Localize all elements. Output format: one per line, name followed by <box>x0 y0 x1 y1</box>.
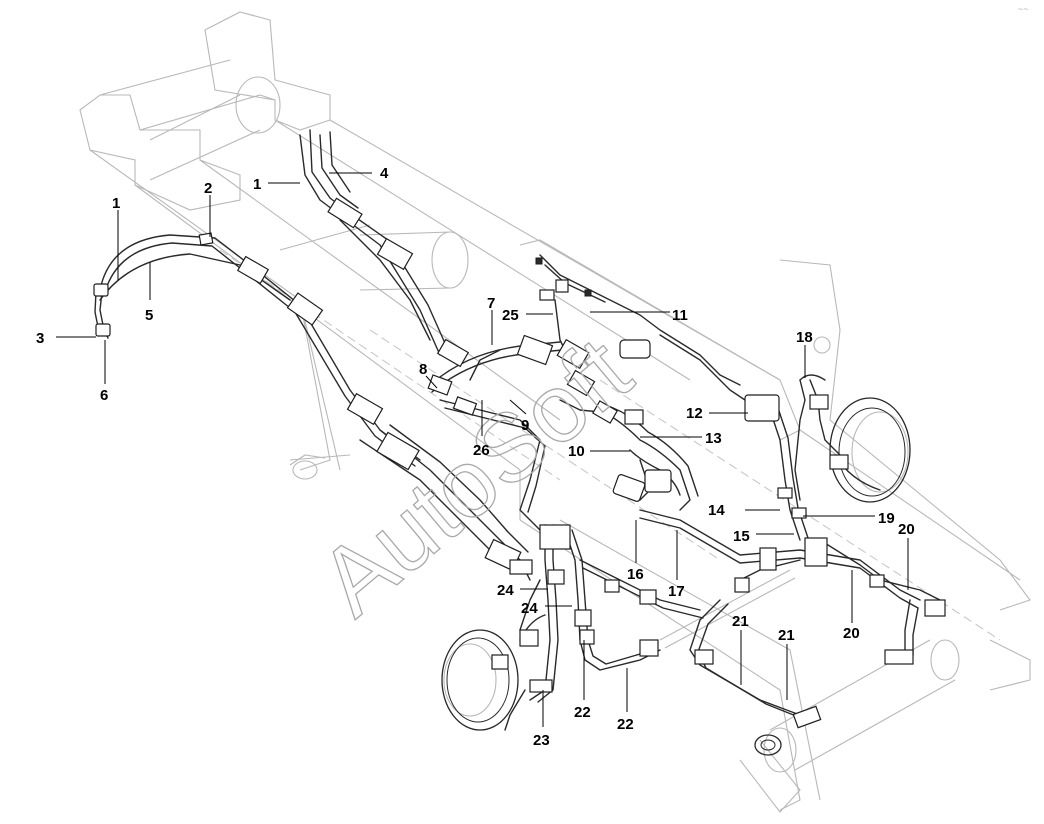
callout-8: 8 <box>419 361 427 378</box>
end-fitting-bottom <box>754 734 782 756</box>
callout-4: 4 <box>380 165 389 182</box>
callout-16: 16 <box>627 566 644 583</box>
callout-13: 13 <box>705 430 722 447</box>
callout-17: 17 <box>668 583 685 600</box>
callout-24a: 24 <box>497 582 514 599</box>
callout-26: 26 <box>473 442 490 459</box>
callout-20a: 20 <box>898 521 915 538</box>
brake-drum-right <box>829 397 911 503</box>
callout-5: 5 <box>145 307 153 324</box>
callout-22a: 22 <box>574 704 591 721</box>
callout-3: 3 <box>36 330 44 347</box>
callout-23: 23 <box>533 732 550 749</box>
callout-9: 9 <box>521 417 529 434</box>
brake-drum-left <box>441 629 519 731</box>
watermark: AutoSoft <box>299 317 651 637</box>
clamps-and-fittings <box>93 197 946 729</box>
callout-7: 7 <box>487 295 495 312</box>
callout-12: 12 <box>686 405 703 422</box>
callout-21b: 21 <box>778 627 795 644</box>
callout-1b: 1 <box>253 176 261 193</box>
callout-25: 25 <box>502 307 519 324</box>
callout-20b: 20 <box>843 625 860 642</box>
callout-14: 14 <box>708 502 725 519</box>
callout-10: 10 <box>568 443 585 460</box>
watermark-text: AutoSoft <box>300 317 651 636</box>
callout-1a: 1 <box>112 195 120 212</box>
callout-15: 15 <box>733 528 750 545</box>
leader-lines <box>56 172 909 727</box>
callout-21a: 21 <box>732 613 749 630</box>
callout-labels: 1 2 3 4 5 6 1 7 8 9 10 11 12 13 14 15 16… <box>36 165 915 749</box>
callout-11: 11 <box>672 307 688 324</box>
callout-6: 6 <box>100 387 108 404</box>
pipe-network <box>94 129 941 731</box>
callout-24b: 24 <box>521 600 538 617</box>
callout-2: 2 <box>204 180 212 197</box>
callout-19: 19 <box>878 510 895 527</box>
callout-18: 18 <box>796 329 813 346</box>
callout-22b: 22 <box>617 716 634 733</box>
corner-mark: ~~ <box>1018 4 1029 14</box>
